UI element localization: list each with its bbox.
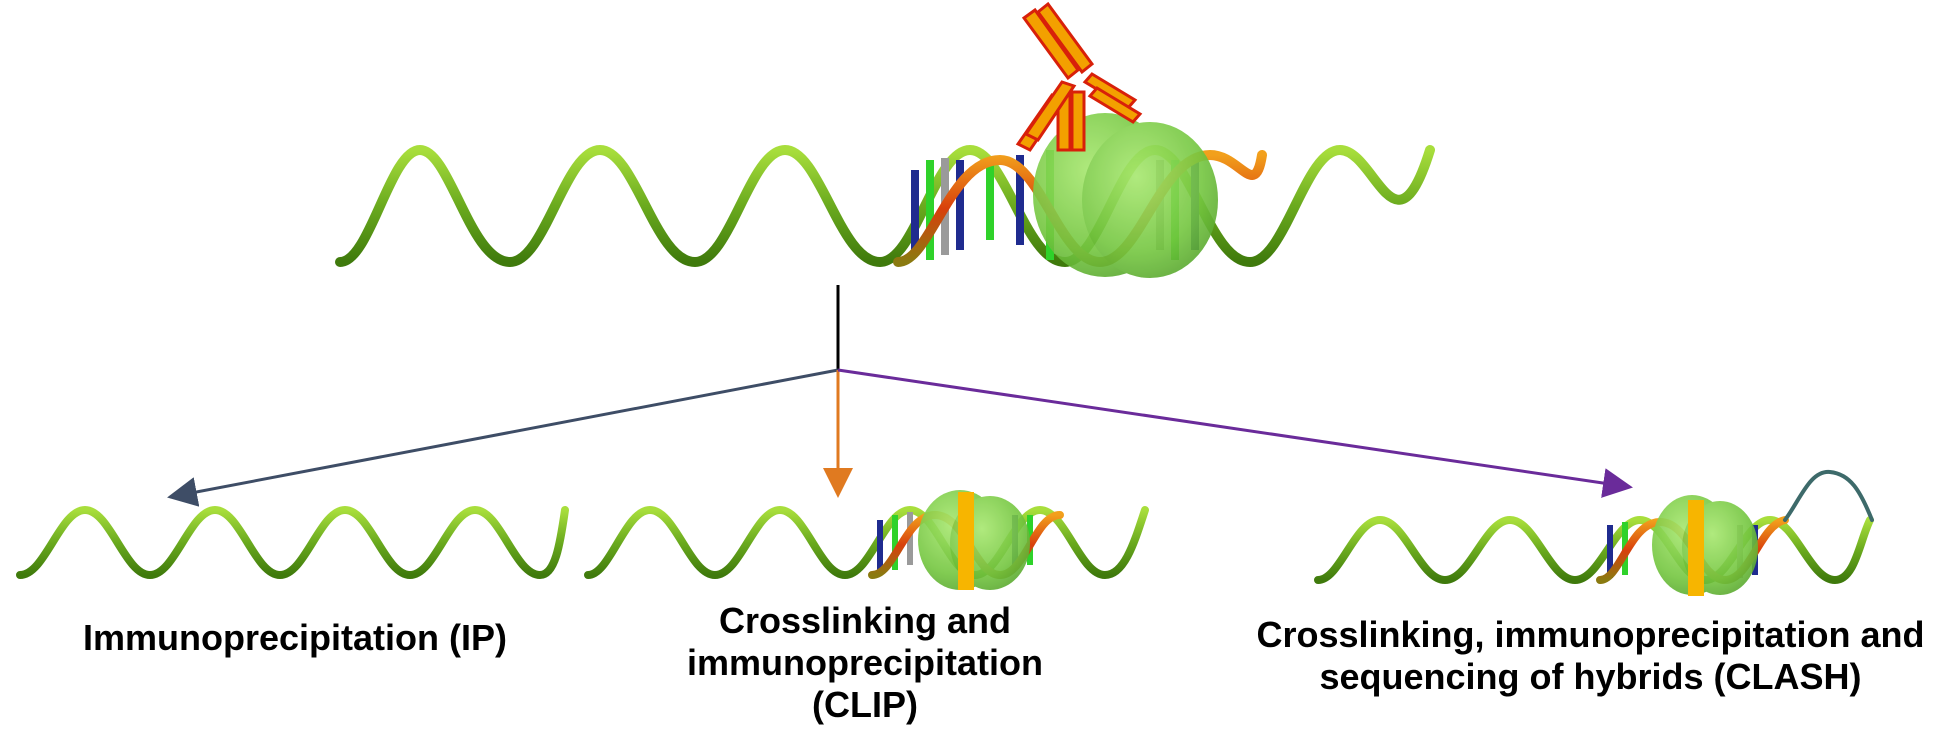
ip-rna-strand [16, 505, 569, 580]
clash-rna-strand [1314, 515, 1874, 585]
clip-label-line: (CLIP) [812, 684, 918, 725]
clash-crosslink-bar [1688, 500, 1704, 596]
clash-protein [1652, 495, 1758, 595]
clash-hybrid-loop [1783, 469, 1874, 522]
clash-label: Crosslinking, immunoprecipitation and se… [1235, 614, 1946, 698]
antibody [1015, 1, 1143, 152]
rna-binding-protein [1033, 113, 1218, 278]
clip-label-line: immunoprecipitation [686, 642, 1043, 683]
clash-complex [1314, 469, 1874, 596]
top-rna-strand [335, 144, 1435, 268]
arrow-to-ip [167, 368, 839, 507]
ip-label: Immunoprecipitation (IP) [60, 617, 530, 659]
arrow-to-clash [837, 368, 1633, 498]
clip-rna-strand [584, 505, 1149, 580]
clip-complex [584, 490, 1149, 590]
clash-label-line: Crosslinking, immunoprecipitation and [1256, 614, 1925, 655]
clash-label-line: sequencing of hybrids (CLASH) [1319, 656, 1862, 697]
top-complex [335, 1, 1435, 278]
branching-arrows [167, 285, 1633, 507]
ip-label-line: Immunoprecipitation (IP) [82, 617, 507, 658]
clip-crosslink-bar [958, 492, 974, 590]
clip-label: Crosslinking and immunoprecipitation (CL… [640, 600, 1090, 726]
clip-label-line: Crosslinking and [718, 600, 1012, 641]
